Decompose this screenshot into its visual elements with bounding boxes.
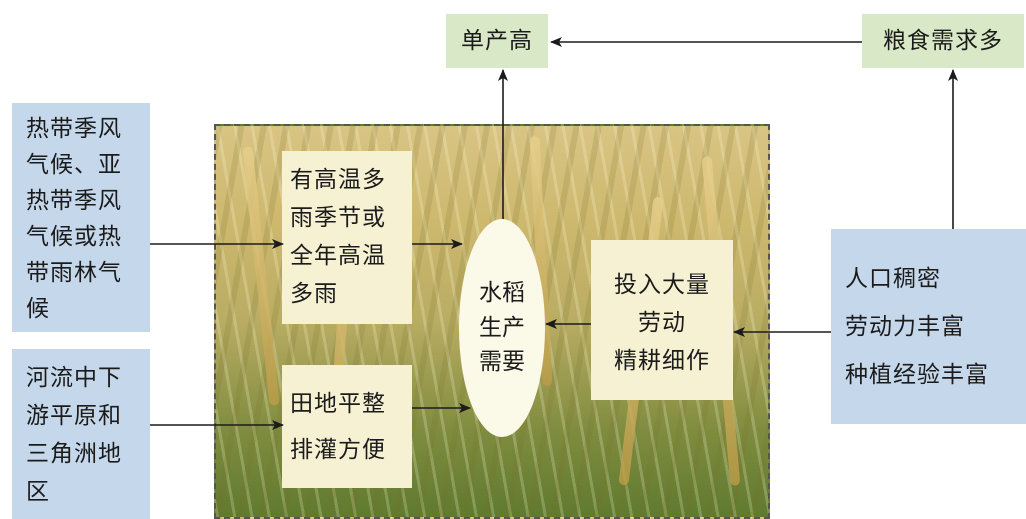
- labor-line-3: 精耕细作: [614, 348, 710, 374]
- food-demand-box: 粮食需求多: [862, 14, 1024, 68]
- flat-land-line-2: 排灌方便: [290, 437, 386, 463]
- high-temp-rain-box: 有高温多 雨季节或 全年高温 多雨: [282, 151, 412, 324]
- high-temp-rain-line-4: 多雨: [290, 281, 338, 307]
- rice-need-line-2: 生产: [479, 314, 525, 341]
- terrain-line-2: 游平原和: [26, 403, 122, 429]
- terrain-line-3: 三角洲地: [26, 441, 122, 467]
- flat-land-line-1: 田地平整: [290, 391, 386, 417]
- rice-need-line-3: 需要: [479, 349, 525, 376]
- terrain-line-1: 河流中下: [26, 365, 122, 391]
- climate-line-2: 气候、亚: [26, 152, 122, 178]
- high-temp-rain-line-2: 雨季节或: [290, 205, 386, 231]
- terrain-box: 河流中下 游平原和 三角洲地 区: [12, 349, 150, 519]
- climate-line-4: 气候或热: [26, 224, 122, 250]
- high-temp-rain-line-3: 全年高温: [290, 243, 386, 269]
- high-temp-rain-line-1: 有高温多: [290, 167, 386, 193]
- food-demand-label: 粮食需求多: [883, 28, 1003, 54]
- high-yield-box: 单产高: [446, 14, 548, 68]
- climate-line-6: 候: [26, 296, 50, 322]
- climate-line-1: 热带季风: [26, 116, 122, 142]
- population-line-3: 种植经验丰富: [845, 362, 989, 388]
- labor-line-2: 劳动: [638, 310, 686, 336]
- climate-box: 热带季风 气候、亚 热带季风 气候或热 带雨林气 候: [12, 103, 150, 332]
- population-box: 人口稠密 劳动力丰富 种植经验丰富: [831, 229, 1026, 424]
- flat-land-box: 田地平整 排灌方便: [282, 365, 412, 488]
- rice-need-ellipse: 水稻 生产 需要: [459, 219, 545, 437]
- terrain-line-4: 区: [26, 479, 50, 505]
- population-line-2: 劳动力丰富: [845, 314, 965, 340]
- rice-need-line-1: 水稻: [479, 280, 525, 307]
- labor-line-1: 投入大量: [614, 272, 710, 298]
- climate-line-5: 带雨林气: [26, 260, 122, 286]
- labor-box: 投入大量 劳动 精耕细作: [591, 240, 733, 400]
- population-line-1: 人口稠密: [845, 266, 941, 292]
- high-yield-label: 单产高: [461, 28, 533, 54]
- climate-line-3: 热带季风: [26, 188, 122, 214]
